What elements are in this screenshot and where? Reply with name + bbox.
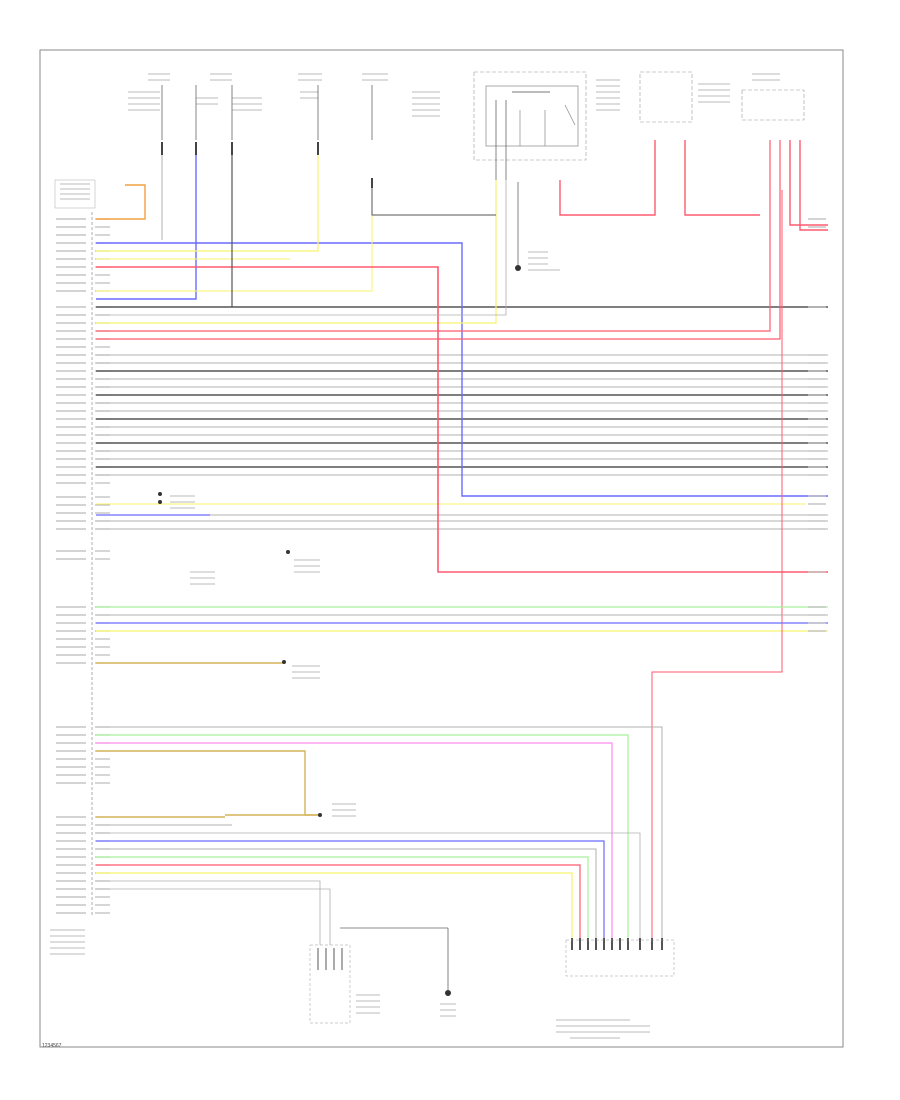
bottom-right-connector <box>565 939 675 977</box>
wire-gray <box>96 832 641 945</box>
wire-blue <box>96 840 605 945</box>
relay-box <box>473 71 587 161</box>
bottom-components <box>158 492 675 1039</box>
wire-gray <box>96 848 597 945</box>
wire-gray <box>96 880 321 945</box>
bottom-middle-connector <box>309 944 351 1024</box>
wire-red <box>96 864 581 945</box>
ground-point-bottom <box>445 990 451 996</box>
wire-red <box>789 140 828 226</box>
wire-black <box>371 188 496 216</box>
wire-yellow <box>96 180 497 324</box>
wire-yellow <box>96 200 373 292</box>
wire-gray <box>96 180 507 316</box>
wire-red <box>559 140 656 216</box>
wire-orange <box>96 184 146 220</box>
diagram-code: 1234567 <box>42 1043 62 1049</box>
wire-tan <box>96 750 320 816</box>
wire-pink <box>96 742 613 945</box>
wire-blue <box>96 242 828 497</box>
wire-green <box>96 734 629 945</box>
diagram-frame <box>39 49 844 1048</box>
wire-green <box>96 856 589 945</box>
wire-harness <box>96 140 828 970</box>
wire-blue <box>96 155 197 300</box>
wire-red <box>96 140 781 340</box>
wire-gray <box>96 888 331 945</box>
wire-gray <box>96 726 663 945</box>
ground-point-top <box>515 265 521 271</box>
wire-red <box>96 266 828 573</box>
wire-red <box>799 140 828 231</box>
wire-red <box>96 140 771 332</box>
top-components <box>128 71 805 271</box>
right-top-connector <box>741 89 805 121</box>
wire-yellow <box>96 872 573 945</box>
sensor-box <box>639 71 693 123</box>
right-end-labels <box>808 218 826 632</box>
wire-red <box>684 140 760 216</box>
hybrid-control-ecu <box>50 179 96 955</box>
wire-red <box>651 190 783 945</box>
wire-yellow <box>96 155 319 252</box>
